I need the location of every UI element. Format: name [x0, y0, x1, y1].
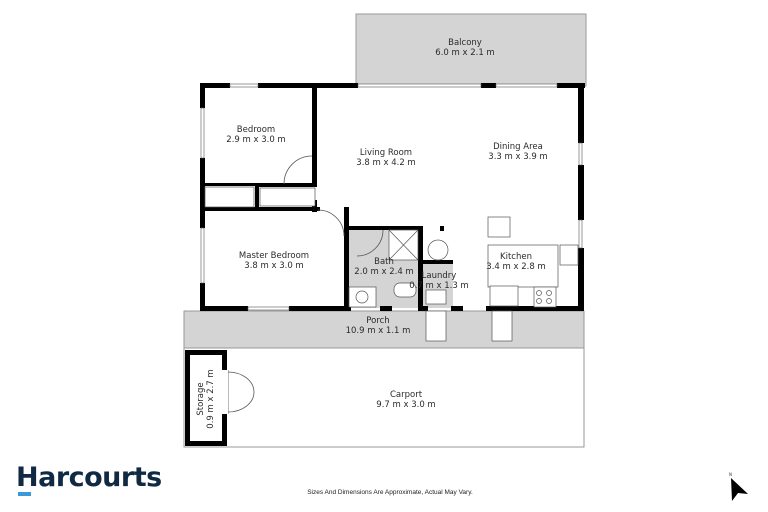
- room-name: Master Bedroom: [238, 251, 310, 261]
- room-dims: 3.3 m x 3.9 m: [488, 152, 548, 162]
- windows: [200, 83, 583, 311]
- north-arrow-icon: [731, 478, 748, 501]
- room-dims: 10.9 m x 1.1 m: [345, 326, 411, 336]
- room-dims: 2.9 m x 3.0 m: [226, 135, 286, 145]
- room-label-storage: Storage 0.9 m x 2.7 m: [196, 369, 216, 428]
- brand-logo: Harcourts: [16, 462, 162, 493]
- room-label-living: Living Room 3.8 m x 4.2 m: [356, 148, 415, 168]
- room-name: Carport: [389, 390, 423, 400]
- room-name: Balcony: [448, 38, 482, 48]
- room-dims: 0.7 m x 1.3 m: [409, 281, 469, 291]
- room-name: Living Room: [359, 148, 413, 158]
- brand-accent-bar: [18, 492, 31, 496]
- room-name: Bath: [374, 257, 394, 267]
- room-label-master: Master Bedroom 3.8 m x 3.0 m: [239, 251, 309, 271]
- walls: [200, 83, 585, 311]
- room-label-laundry: Laundry 0.7 m x 1.3 m: [409, 271, 468, 291]
- north-label: N: [729, 472, 732, 477]
- room-dims: 9.7 m x 3.0 m: [376, 400, 436, 410]
- room-label-kitchen: Kitchen 3.4 m x 2.8 m: [486, 252, 545, 272]
- storage-area: [190, 355, 222, 441]
- carport-area: [183, 347, 585, 448]
- room-name: Porch: [366, 316, 390, 326]
- room-dims: 0.9 m x 2.7 m: [206, 369, 216, 429]
- room-dims: 3.8 m x 3.0 m: [244, 261, 304, 271]
- disclaimer-text: Sizes And Dimensions Are Approximate, Ac…: [307, 489, 473, 496]
- room-label-dining: Dining Area 3.3 m x 3.9 m: [488, 142, 547, 162]
- room-label-bedroom: Bedroom 2.9 m x 3.0 m: [226, 125, 285, 145]
- room-name: Dining Area: [493, 142, 543, 152]
- room-dims: 2.0 m x 2.4 m: [354, 267, 414, 277]
- fixtures: [204, 186, 579, 342]
- room-label-bath: Bath 2.0 m x 2.4 m: [354, 257, 413, 277]
- room-dims: 3.8 m x 4.2 m: [356, 158, 416, 168]
- room-label-carport: Carport 9.7 m x 3.0 m: [376, 390, 435, 410]
- room-dims: 3.4 m x 2.8 m: [486, 262, 546, 272]
- room-label-balcony: Balcony 6.0 m x 2.1 m: [435, 38, 494, 58]
- room-name: Laundry: [421, 271, 457, 281]
- porch-area: [183, 310, 585, 349]
- room-name: Kitchen: [500, 252, 532, 262]
- balcony-area: [355, 13, 587, 87]
- room-label-porch: Porch 10.9 m x 1.1 m: [346, 316, 411, 336]
- room-name: Bedroom: [236, 125, 276, 135]
- room-name: Storage: [196, 382, 206, 416]
- room-dims: 6.0 m x 2.1 m: [435, 48, 495, 58]
